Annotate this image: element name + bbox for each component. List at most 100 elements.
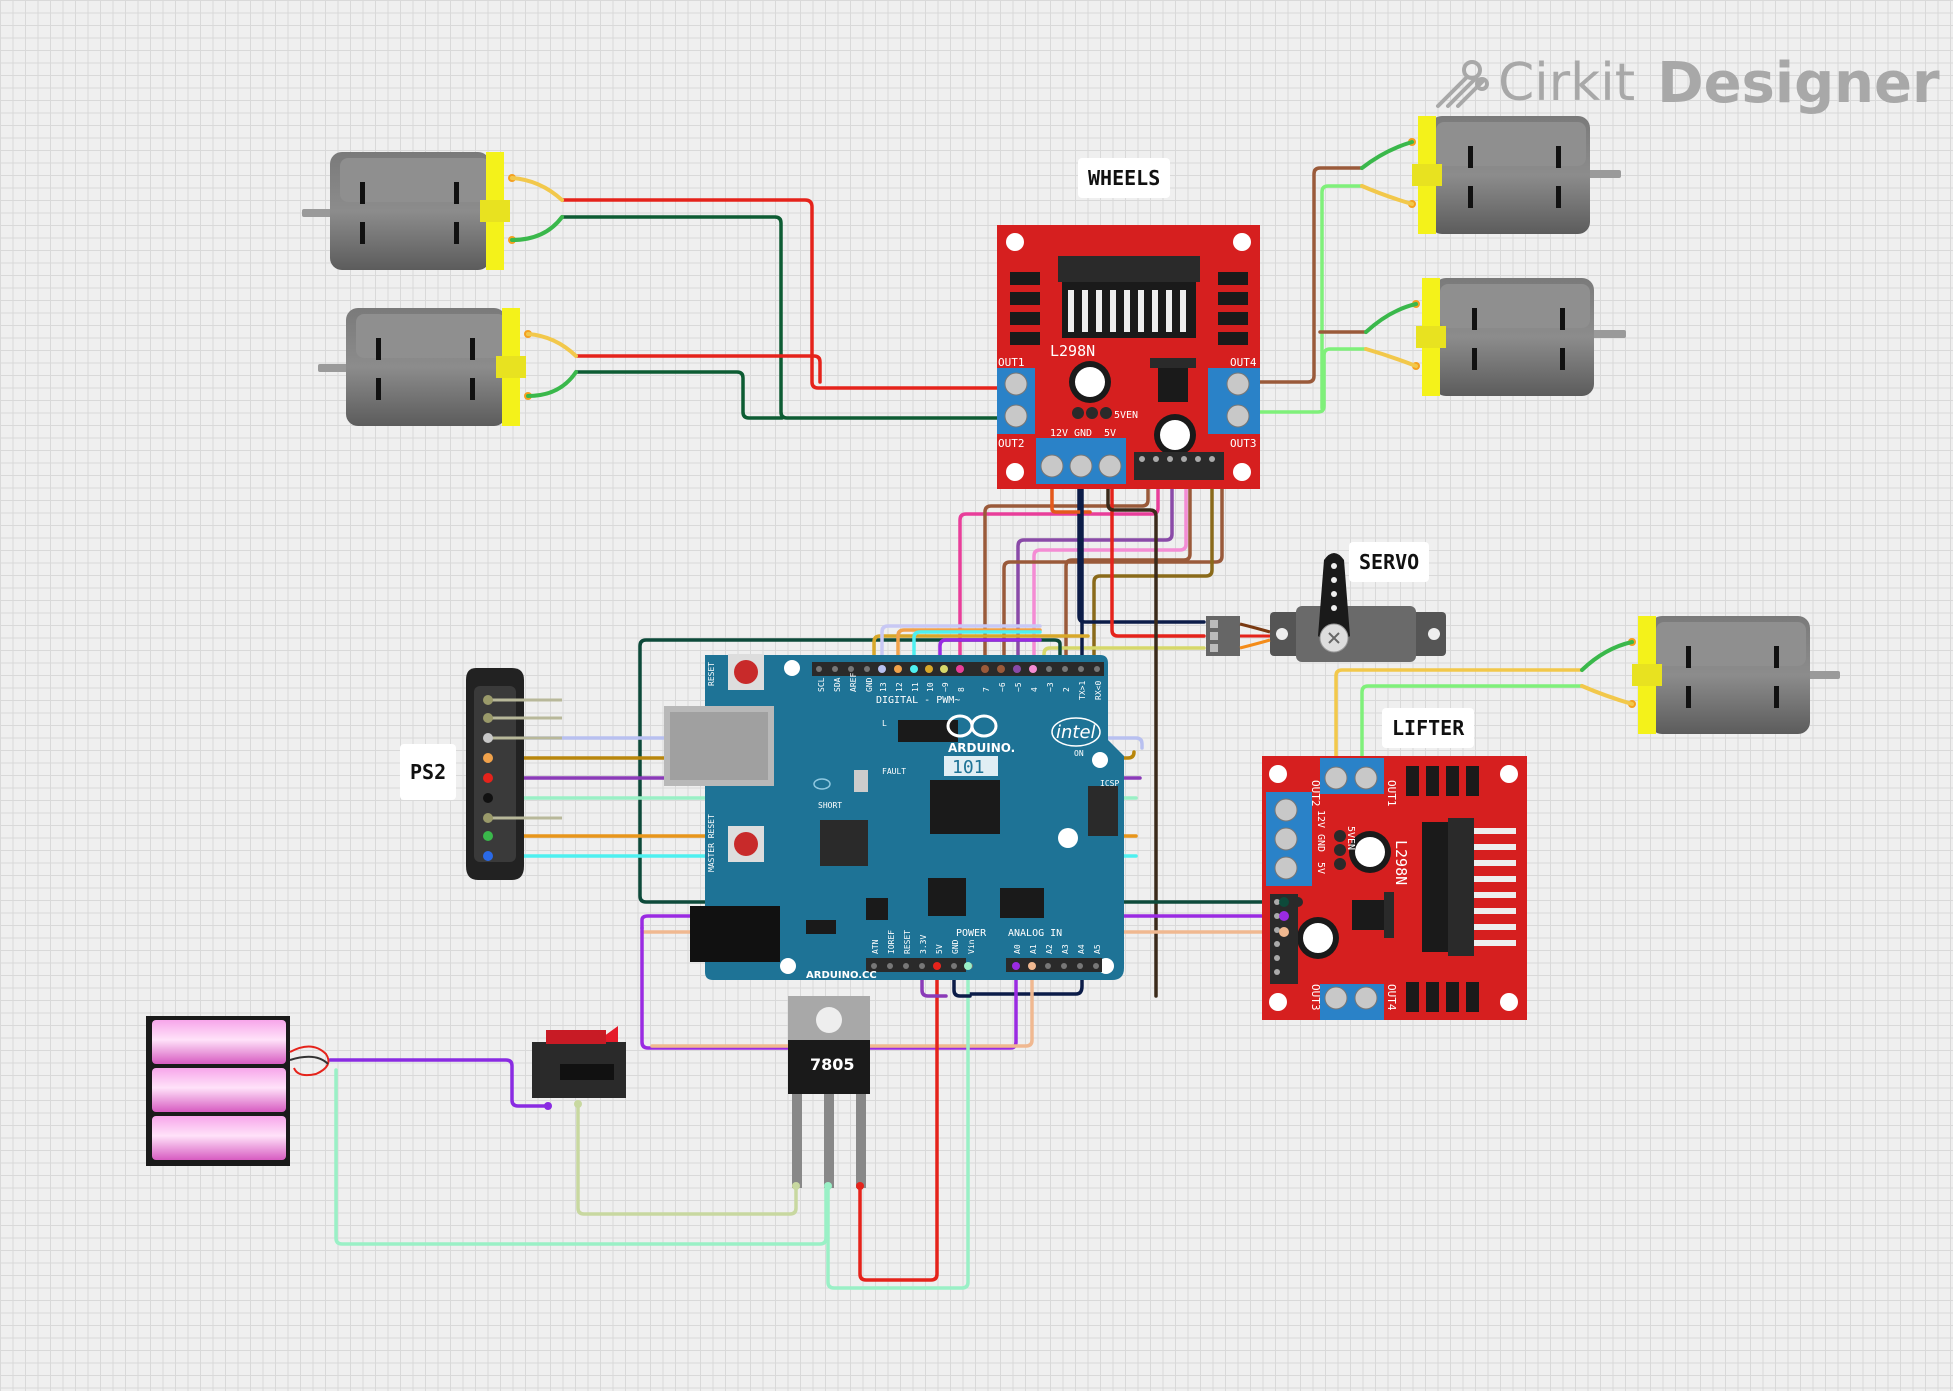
wire-motor3-lime	[1320, 184, 1364, 410]
wire-motor1-green	[560, 215, 1007, 420]
dc-motor-right-top[interactable]	[1408, 116, 1621, 234]
fault-label: FAULT	[882, 767, 906, 776]
lifter-gnd-label: GND	[1315, 834, 1326, 852]
lifter-label: LIFTER	[1382, 708, 1475, 748]
wire-in-olive	[1092, 466, 1214, 670]
wheels-label: WHEELS	[1078, 158, 1171, 198]
dc-motor-right-middle[interactable]	[1412, 278, 1626, 396]
ps2-receiver[interactable]	[466, 668, 562, 880]
lifter-12v-label: 12V	[1315, 810, 1326, 828]
wire-gnd-navy2	[952, 964, 972, 998]
brand-name-light: Cirkit	[1498, 53, 1636, 113]
wire-5v-brown	[1106, 478, 1158, 998]
pin-label-a1: A1	[1029, 944, 1038, 954]
wire-loop-darkgreen	[638, 638, 1292, 904]
pin-label-aref: AREF	[849, 673, 858, 692]
arduino-101-board[interactable]: DIGITAL - PWM~ ARDUINO. 101 intel ARDUIN…	[664, 654, 1124, 981]
dc-motor-lifter[interactable]	[1628, 616, 1840, 734]
wheels-out4-label: OUT4	[1230, 356, 1257, 369]
wire-lifter-purple	[640, 914, 1284, 930]
wheels-out3-label: OUT3	[1230, 437, 1257, 450]
pin-label-3: ~3	[1046, 682, 1055, 692]
l298n-wheels-board[interactable]: L298N OUT1 OUT2 OUT3 OUT4 5VEN 12V GND 5…	[997, 225, 1260, 489]
servo-motor[interactable]	[1206, 553, 1446, 662]
pin-label-sda: SDA	[833, 677, 842, 692]
pin-label-scl: SCL	[817, 677, 826, 692]
wire-in-pink2	[1032, 466, 1188, 670]
on-led-label: ON	[1074, 749, 1084, 758]
pin-label-8: 8	[957, 687, 966, 692]
pin-label-atn: ATN	[871, 939, 880, 954]
pin-label-4: 4	[1030, 687, 1039, 692]
pin-label-a5: A5	[1093, 944, 1102, 954]
wire-motor3-brown	[1253, 166, 1364, 384]
arduino-digital-label: DIGITAL - PWM~	[876, 695, 960, 706]
pin-label-vin: Vin	[967, 939, 976, 954]
wire-servo-yellow	[1042, 646, 1206, 670]
brand-name-bold: Designer	[1657, 50, 1940, 116]
wheels-5ven-label: 5VEN	[1114, 410, 1138, 421]
pin-label-5: ~5	[1014, 682, 1023, 692]
lifter-out2-label: OUT2	[1309, 780, 1322, 807]
wire-motor2-green	[574, 370, 784, 420]
wire-5v-red	[858, 964, 939, 1282]
pin-label-6: ~6	[998, 682, 1007, 692]
battery-pack[interactable]	[146, 1016, 330, 1166]
lifter-5ven-label: 5VEN	[1345, 826, 1356, 850]
wire-motor1-red	[560, 198, 1007, 390]
wire-lifter-green	[1360, 684, 1584, 770]
dc-motor-left-bottom[interactable]	[318, 308, 532, 426]
l-led-label: L	[882, 719, 887, 728]
voltage-regulator-7805[interactable]: 7805	[788, 996, 870, 1190]
lifter-input-header[interactable]	[1279, 897, 1303, 937]
pin-label-11: 11	[911, 682, 920, 692]
cirkit-designer-logo: Cirkit Designer	[1432, 48, 1940, 118]
arduino-infinity-logo	[946, 714, 998, 738]
wire-lifter-yellow	[1334, 668, 1584, 770]
wire-battery-mint	[334, 1068, 828, 1246]
servo-label: SERVO	[1349, 542, 1430, 582]
lifter-chip-label: L298N	[1392, 840, 1410, 885]
wire-in-purple	[1016, 466, 1174, 670]
pin-label-gnd-power: GND	[951, 939, 960, 954]
arduino-analog-label: ANALOG IN	[1008, 928, 1062, 939]
pin-label-10: 10	[926, 682, 935, 692]
wire-in-pink1	[958, 466, 1160, 670]
dc-motor-left-top[interactable]	[302, 152, 516, 270]
wheels-gnd-label: GND	[1074, 428, 1092, 439]
rocker-switch[interactable]	[532, 1026, 626, 1110]
pin-label-a0: A0	[1013, 944, 1022, 954]
pin-label-2: 2	[1062, 687, 1071, 692]
wire-ps2-lav-top	[880, 624, 1042, 670]
wire-in-brown1	[983, 466, 1150, 670]
pin-label-a2: A2	[1045, 944, 1054, 954]
wire-gnd-navy	[968, 478, 1084, 996]
pin-label-reset: RESET	[903, 930, 912, 954]
wheels-chip-label: L298N	[1050, 342, 1095, 360]
pin-label-12: 12	[895, 682, 904, 692]
wire-ps2-orange-top	[896, 628, 1042, 670]
wire-ps2-cyan-top	[912, 630, 1042, 670]
pin-label-5v: 5V	[935, 944, 944, 954]
wheels-12v-label: 12V	[1050, 428, 1068, 439]
l298n-lifter-board[interactable]: L298N OUT2 OUT1 OUT3 OUT4 12V GND 5V 5VE…	[1262, 756, 1527, 1020]
arduino-model-label: ARDUINO.	[948, 741, 1015, 755]
pin-label-tx: TX>1	[1078, 681, 1087, 700]
wheels-out2-label: OUT2	[998, 437, 1025, 450]
wire-vin-mint	[826, 964, 970, 1290]
pin-label-3v3: 3.3V	[919, 935, 928, 954]
wheels-5v-label: 5V	[1104, 428, 1116, 439]
wire-ps2-lavender	[486, 736, 1144, 750]
wheels-out1-label: OUT1	[998, 356, 1025, 369]
lifter-5v-label: 5V	[1315, 862, 1326, 874]
wire-battery-purple	[328, 1058, 550, 1108]
pin-label-ioref: IOREF	[887, 930, 896, 954]
pin-label-rx: RX<0	[1094, 681, 1103, 700]
lifter-out3-label: OUT3	[1309, 984, 1322, 1011]
short-label: SHORT	[818, 801, 842, 810]
regulator-label: 7805	[810, 1055, 855, 1074]
wire-motor4-lime	[1253, 347, 1368, 414]
pin-label-9: ~9	[941, 682, 950, 692]
wire-12v-orange	[1050, 478, 1092, 514]
reset-button-label: RESET	[707, 662, 716, 686]
